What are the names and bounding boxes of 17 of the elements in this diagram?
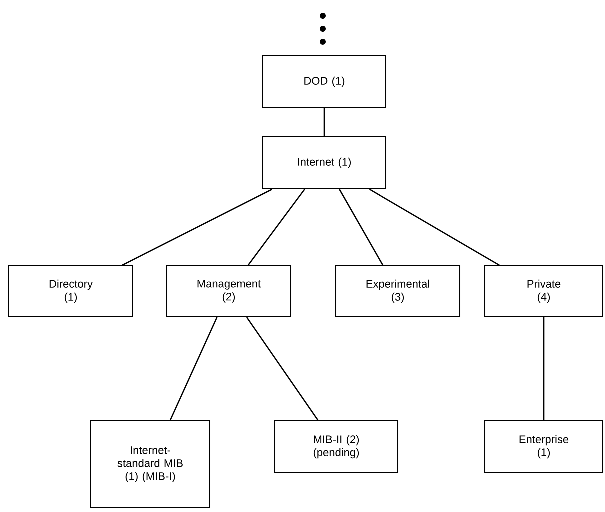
tree-box: Experimental (3) xyxy=(336,266,460,318)
tree-box: Private (4) xyxy=(484,266,604,318)
connector-line xyxy=(246,317,319,421)
connector-line xyxy=(543,318,545,420)
connector-line xyxy=(122,188,273,266)
tree-box: Enterprise (1) xyxy=(484,420,604,474)
connector-line xyxy=(248,189,306,266)
tree-box: Directory (1) xyxy=(8,266,134,318)
tree-box: DOD (1) xyxy=(262,56,386,108)
tree-box: Internet (1) xyxy=(262,136,386,190)
tree-box: Internet- standard MIB (1) (MIB-I) xyxy=(90,420,210,508)
connector-line xyxy=(324,108,326,136)
connector-line xyxy=(170,317,218,421)
connector-line xyxy=(369,188,500,266)
connector-line xyxy=(339,189,384,266)
tree-box: Management (2) xyxy=(166,266,292,318)
tree-box: MIB-II (2) (pending) xyxy=(274,420,398,474)
